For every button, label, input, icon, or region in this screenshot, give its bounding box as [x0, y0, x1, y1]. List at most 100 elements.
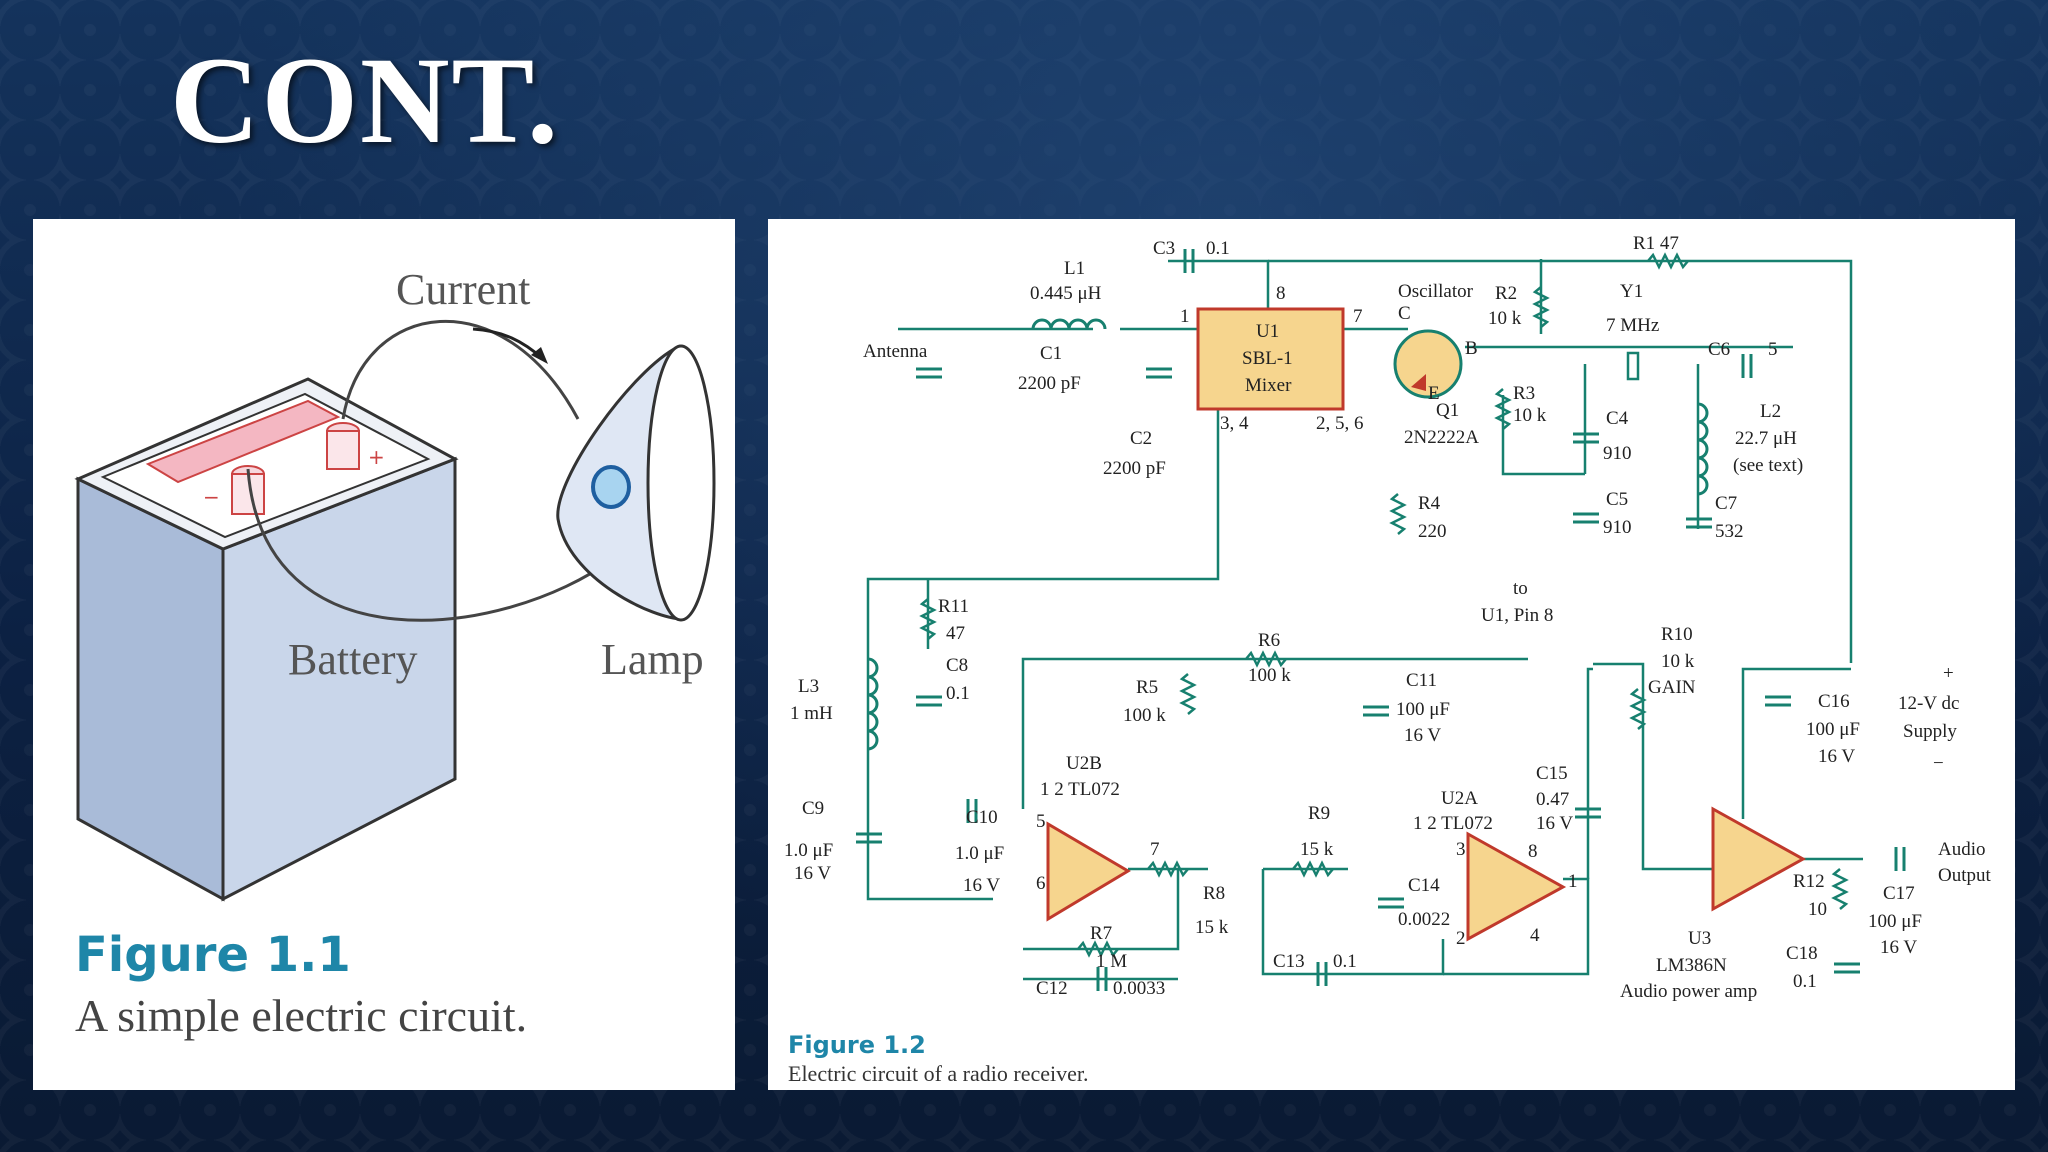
c3-label: C3: [1153, 238, 1175, 259]
c11-value: 100 μF: [1396, 699, 1450, 720]
r6-label: R6: [1258, 630, 1280, 651]
c15-voltage: 16 V: [1536, 813, 1573, 834]
u3-amplifier: [1711, 806, 1807, 912]
r10-resistor: [1629, 688, 1647, 730]
r7-value: 1 M: [1096, 951, 1127, 972]
r11-label: R11: [938, 596, 969, 617]
r2-label: R2: [1495, 283, 1517, 304]
c8-capacitor: [916, 695, 942, 707]
terminal-bar: [145, 399, 341, 484]
c5-label: C5: [1606, 489, 1628, 510]
u1-mixer-block: [1196, 307, 1345, 411]
minus-sign: −: [203, 485, 220, 509]
c18-capacitor: [1834, 962, 1860, 974]
c9-voltage: 16 V: [794, 863, 831, 884]
c16-label: C16: [1818, 691, 1850, 712]
r7-resistor: [1077, 940, 1119, 958]
wire-u2a-out: [1443, 877, 1590, 976]
to-label: to: [1513, 578, 1528, 599]
c5-value: 910: [1603, 517, 1632, 538]
y1-crystal: [1626, 351, 1640, 381]
l2-inductor: [1697, 402, 1709, 496]
r12-resistor: [1831, 868, 1849, 910]
u2b-label: U2B: [1066, 753, 1102, 774]
battery-front-face: [76, 476, 225, 902]
c2-label: C2: [1130, 428, 1152, 449]
wire-r10-u3: [1593, 662, 1713, 871]
r11-value: 47: [946, 623, 965, 644]
c18-value: 0.1: [1793, 971, 1817, 992]
l2-value: 22.7 μH: [1735, 428, 1797, 449]
q1-label: Q1: [1436, 400, 1459, 421]
c10-capacitor: [966, 799, 978, 823]
r9-label: R9: [1308, 803, 1330, 824]
osc-b-label: B: [1465, 338, 1478, 359]
c16-voltage: 16 V: [1818, 746, 1855, 767]
c17-label: C17: [1883, 883, 1915, 904]
c16-capacitor: [1765, 695, 1791, 707]
supply-label-1: 12-V dc: [1898, 693, 1959, 714]
c8-label: C8: [946, 655, 968, 676]
r10-value: 10 k: [1661, 651, 1695, 672]
r5-value: 100 k: [1123, 705, 1166, 726]
u1-pin1: 1: [1180, 306, 1190, 327]
wire-top: [341, 319, 580, 420]
c9-value: 1.0 μF: [784, 840, 833, 861]
r12-label: R12: [1793, 871, 1825, 892]
figure-1-1-number: Figure 1.1: [75, 927, 351, 983]
c11-label: C11: [1406, 670, 1437, 691]
u1-pin8: 8: [1276, 283, 1286, 304]
current-arrowhead: [531, 347, 548, 364]
u2a-pin8: 8: [1528, 841, 1538, 862]
r8-resistor: [1147, 860, 1189, 878]
l1-inductor: [1031, 318, 1107, 330]
r7-label: R7: [1090, 923, 1112, 944]
minus-label: −: [1933, 753, 1944, 774]
c11-capacitor: [1363, 705, 1389, 717]
lamp-label: Lamp: [601, 635, 704, 684]
c10-voltage: 16 V: [963, 875, 1000, 896]
to-pin-label: U1, Pin 8: [1481, 605, 1553, 626]
c2-value: 2200 pF: [1103, 458, 1166, 479]
c5-capacitor: [1573, 512, 1599, 524]
osc-c-label: C: [1398, 303, 1411, 324]
figure-1-1-panel: − + Current Lamp Battery Figure 1.1 A si…: [33, 219, 735, 1090]
r1-resistor: [1647, 252, 1689, 270]
c14-value: 0.0022: [1398, 909, 1450, 930]
c8-value: 0.1: [946, 683, 970, 704]
c14-capacitor: [1378, 897, 1404, 909]
c6-capacitor: [1741, 354, 1753, 378]
c10-label: C10: [966, 807, 998, 828]
positive-terminal-body: [326, 430, 360, 470]
c6-value: 5: [1768, 339, 1778, 360]
l2-label: L2: [1760, 401, 1781, 422]
figure-1-2-number: Figure 1.2: [788, 1031, 926, 1059]
plus-label: +: [1943, 663, 1954, 684]
u2a-part: 1 2 TL072: [1413, 813, 1493, 834]
u2a-pin3: 3: [1456, 839, 1466, 860]
r2-resistor: [1532, 286, 1550, 328]
c14-label: C14: [1408, 875, 1440, 896]
u2b-pin7: 7: [1150, 839, 1160, 860]
current-label: Current: [396, 265, 530, 314]
lamp-lens: [646, 344, 716, 622]
u2a-pin4: 4: [1530, 925, 1540, 946]
q1-part: 2N2222A: [1404, 427, 1479, 448]
l3-label: L3: [798, 676, 819, 697]
r3-value: 10 k: [1513, 405, 1547, 426]
u2b-pin6: 6: [1036, 873, 1046, 894]
u1-pin256: 2, 5, 6: [1316, 413, 1364, 434]
figure-1-2-panel: L1 0.445 μH C3 0.1 Antenna C1 2200 pF C2…: [768, 219, 2015, 1090]
radio-receiver-schematic: L1 0.445 μH C3 0.1 Antenna C1 2200 pF C2…: [784, 233, 1992, 1002]
r2-value: 10 k: [1488, 308, 1522, 329]
c2-capacitor: [1146, 367, 1172, 379]
r4-resistor: [1389, 493, 1407, 535]
u2a-opamp: [1466, 831, 1567, 942]
r3-resistor: [1494, 388, 1512, 430]
r3-label: R3: [1513, 383, 1535, 404]
figure-1-1-caption: A simple electric circuit.: [75, 990, 528, 1041]
c4-label: C4: [1606, 408, 1629, 429]
u2b-opamp: [1046, 821, 1131, 922]
gain-label: GAIN: [1648, 677, 1696, 698]
c7-capacitor: [1686, 517, 1712, 529]
